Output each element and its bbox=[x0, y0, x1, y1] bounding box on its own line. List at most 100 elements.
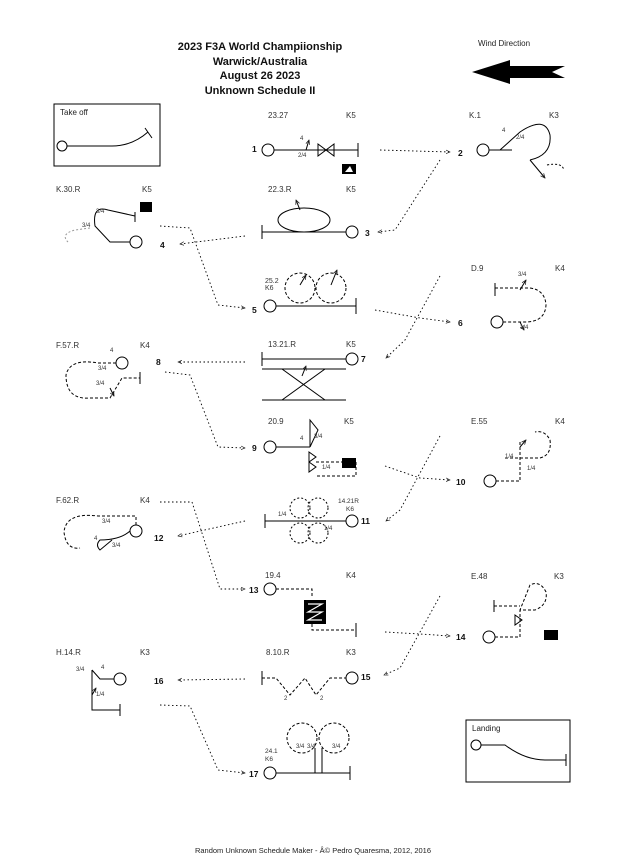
footer-credit: Random Unknown Schedule Maker - Â© Pedro… bbox=[194, 846, 432, 855]
roll-mark: 4 bbox=[300, 136, 304, 142]
figure-16-number: 16 bbox=[154, 676, 164, 686]
figure-10-k: K4 bbox=[555, 417, 565, 426]
figure-9-diagram bbox=[263, 418, 357, 477]
figure-9-k: K5 bbox=[344, 417, 354, 426]
figure-5-k: K6 bbox=[265, 285, 274, 292]
roll-mark: 3/4 bbox=[76, 667, 85, 673]
event-title: 2023 F3A World Champiionship bbox=[177, 41, 343, 53]
figure-13-diagram bbox=[263, 582, 357, 637]
schedule-title: Unknown Schedule II bbox=[204, 84, 316, 97]
figure-9-number: 9 bbox=[252, 443, 257, 453]
figure-11-number: 11 bbox=[361, 516, 370, 526]
roll-mark: 3/4 bbox=[314, 434, 323, 440]
figure-13-k: K4 bbox=[346, 571, 356, 580]
roll-mark: 4 bbox=[502, 128, 506, 134]
wind-direction-label: Wind Direction bbox=[478, 39, 531, 48]
figure-5-code: 25.2 bbox=[265, 278, 279, 285]
roll-mark: 4 bbox=[300, 436, 304, 442]
figure-14-diagram bbox=[482, 583, 558, 644]
figure-3-diagram bbox=[261, 200, 359, 239]
roll-mark: 3/4 bbox=[112, 543, 121, 549]
figure-6-code: D.9 bbox=[471, 264, 484, 273]
figure-7-code: 13.21.R bbox=[268, 340, 297, 349]
roll-mark: 1/4 bbox=[278, 512, 287, 518]
figure-13-number: 13 bbox=[249, 585, 259, 595]
figure-11-diagram bbox=[264, 497, 359, 544]
landing-label: Landing bbox=[472, 724, 501, 733]
roll-mark: 1/4 bbox=[322, 465, 331, 471]
figure-8-number: 8 bbox=[156, 357, 161, 367]
roll-mark: 2/4 bbox=[516, 135, 525, 141]
figure-1-k: K5 bbox=[346, 111, 356, 120]
roll-mark: 1/4 bbox=[505, 454, 514, 460]
title-block: 2023 F3A World Champiionship Warwick/Aus… bbox=[110, 40, 410, 98]
figure-1-code: 23.27 bbox=[268, 111, 289, 120]
event-location: Warwick/Australia bbox=[212, 55, 308, 68]
figure-3-k: K5 bbox=[346, 185, 356, 194]
roll-mark: 2 bbox=[284, 696, 288, 702]
figure-2-number: 2 bbox=[458, 148, 463, 158]
figure-7-number: 7 bbox=[361, 354, 366, 364]
figure-15-diagram bbox=[261, 671, 359, 696]
connector-lines bbox=[159, 149, 450, 773]
takeoff-box bbox=[53, 103, 161, 167]
figure-4-diagram bbox=[64, 202, 152, 249]
figure-17-number: 17 bbox=[249, 769, 259, 779]
roll-mark: 1/4 bbox=[324, 526, 333, 532]
roll-mark: 3/4 bbox=[332, 744, 341, 750]
roll-mark: 1/4 bbox=[527, 466, 536, 472]
landing-box bbox=[465, 719, 571, 783]
figure-11-code: 14.21R bbox=[338, 498, 359, 505]
figure-2-diagram bbox=[476, 123, 565, 178]
figure-3-number: 3 bbox=[365, 228, 370, 238]
figure-17-k: K6 bbox=[265, 756, 273, 763]
figure-4-number: 4 bbox=[160, 240, 165, 250]
figure-2-code: K.1 bbox=[469, 111, 482, 120]
figure-4-code: K.30.R bbox=[56, 185, 81, 194]
figure-1-number: 1 bbox=[252, 144, 257, 154]
figure-6-k: K4 bbox=[555, 264, 565, 273]
figure-5-number: 5 bbox=[252, 305, 257, 315]
roll-mark: 3/4 bbox=[102, 519, 111, 525]
figure-6-number: 6 bbox=[458, 318, 463, 328]
figure-10-diagram bbox=[483, 431, 551, 488]
wind-arrow-icon bbox=[472, 60, 565, 84]
figure-10-number: 10 bbox=[456, 477, 466, 487]
figure-4-k: K5 bbox=[142, 185, 152, 194]
figure-12-number: 12 bbox=[154, 533, 164, 543]
roll-mark: 4 bbox=[94, 536, 98, 542]
figure-13-code: 19.4 bbox=[265, 571, 281, 580]
figure-17-diagram bbox=[263, 722, 351, 780]
figure-16-k: K3 bbox=[140, 648, 150, 657]
roll-mark: 3/4 bbox=[96, 381, 105, 387]
figure-15-code: 8.10.R bbox=[266, 648, 290, 657]
figure-16-diagram bbox=[91, 669, 127, 716]
figure-8-code: F.57.R bbox=[56, 341, 80, 350]
figure-5-diagram bbox=[263, 270, 357, 314]
figure-11-k: K6 bbox=[346, 506, 354, 513]
roll-mark: 1/4 bbox=[96, 692, 105, 698]
figure-14-code: E.48 bbox=[471, 572, 488, 581]
roll-mark: 3/4 bbox=[307, 744, 316, 750]
figure-17-code: 24.1 bbox=[265, 748, 278, 755]
figure-14-k: K3 bbox=[554, 572, 564, 581]
figure-7-k: K5 bbox=[346, 340, 356, 349]
figure-9-code: 20.9 bbox=[268, 417, 284, 426]
roll-mark: 2/4 bbox=[298, 153, 307, 159]
figure-3-code: 22.3.R bbox=[268, 185, 292, 194]
roll-mark: 1/4 bbox=[520, 325, 529, 331]
figure-8-k: K4 bbox=[140, 341, 150, 350]
roll-mark: 4 bbox=[101, 665, 105, 671]
roll-mark: 3/4 bbox=[296, 744, 305, 750]
takeoff-label: Take off bbox=[60, 108, 88, 117]
figure-6-diagram bbox=[490, 280, 547, 330]
roll-mark: 3/4 bbox=[82, 223, 91, 229]
roll-mark: 3/4 bbox=[98, 366, 107, 372]
figure-2-k: K3 bbox=[549, 111, 559, 120]
figure-7-diagram bbox=[261, 352, 359, 401]
figure-15-k: K3 bbox=[346, 648, 356, 657]
figure-10-code: E.55 bbox=[471, 417, 488, 426]
roll-mark: 4 bbox=[110, 348, 114, 354]
figure-8-diagram bbox=[65, 356, 141, 399]
figure-12-diagram bbox=[63, 514, 143, 551]
